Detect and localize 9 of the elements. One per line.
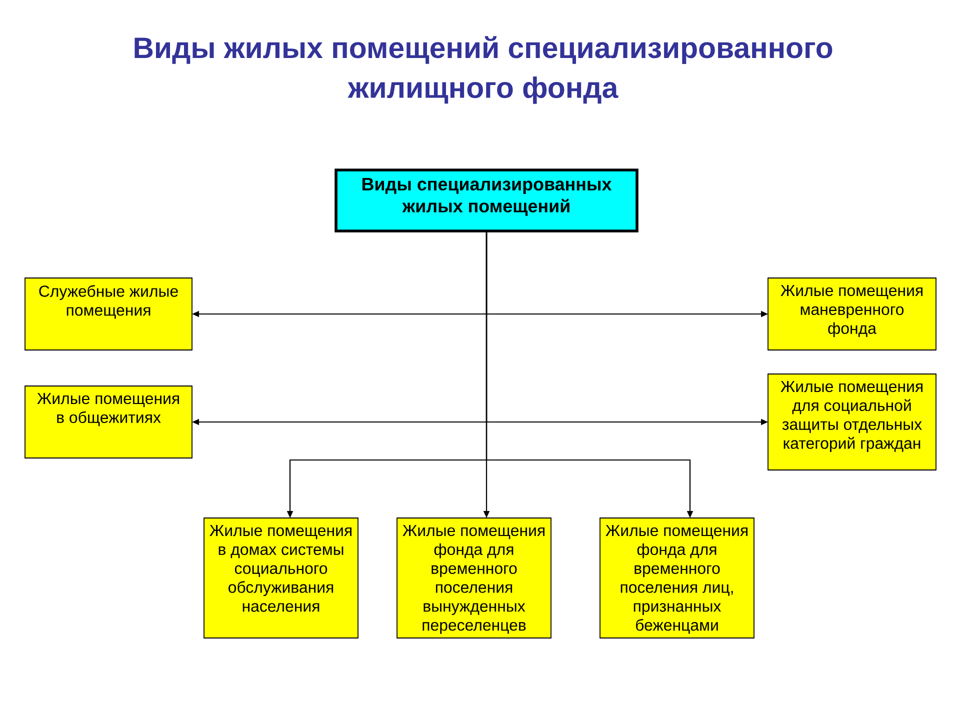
category-box: Служебные жилые помещения [24, 278, 192, 350]
category-box: Жилые помещения фонда для временного поселения вынужденных переселенцев [396, 518, 552, 638]
category-box: Жилые помещения в домах системы социального обслуживания населения [204, 518, 358, 638]
title-box: Виды специализированных жилых помещений [334, 168, 638, 232]
category-box: Жилые помещения маневренного фонда [768, 278, 936, 350]
title: Виды жилых помещений специализированного жилищного фонда [134, 36, 832, 104]
category-box: Жилые помещения для социальной защиты отдельных категорий граждан [768, 374, 936, 470]
category-box: Жилые помещения фонда для временного поселения лиц, признанных беженцами [600, 518, 754, 638]
category-box: Жилые помещения в общежитиях [24, 386, 192, 458]
